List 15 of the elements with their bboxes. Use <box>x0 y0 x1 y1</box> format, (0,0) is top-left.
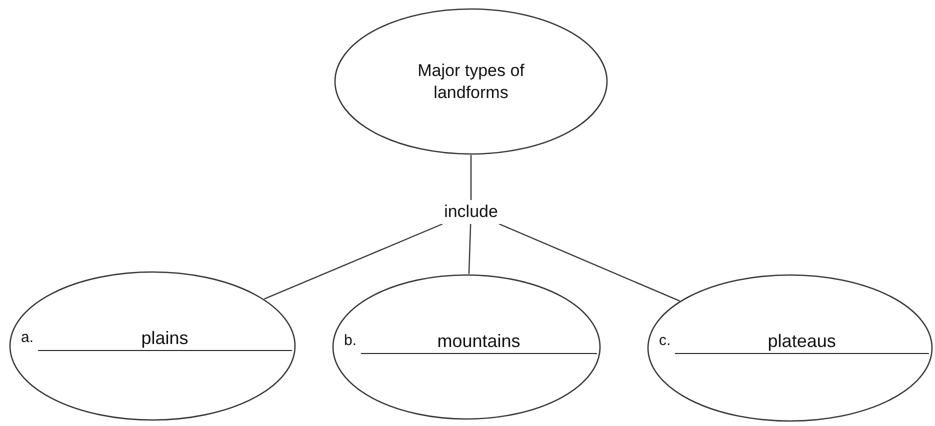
item-letter: a. <box>21 328 34 348</box>
item-letter: c. <box>659 331 671 351</box>
oval-node <box>332 274 601 420</box>
oval-node <box>334 8 608 155</box>
answer-line: plains <box>38 328 292 350</box>
answer-line: mountains <box>360 330 597 354</box>
oval-node <box>9 271 296 421</box>
answer-line: plateaus <box>674 330 929 354</box>
connector-line <box>468 224 472 274</box>
item-letter: b. <box>344 331 357 351</box>
connector-line <box>264 223 443 300</box>
oval-node <box>647 274 933 422</box>
connector-line <box>498 223 680 302</box>
connector-line <box>470 155 472 200</box>
node-title: Major types of landforms <box>416 60 526 103</box>
